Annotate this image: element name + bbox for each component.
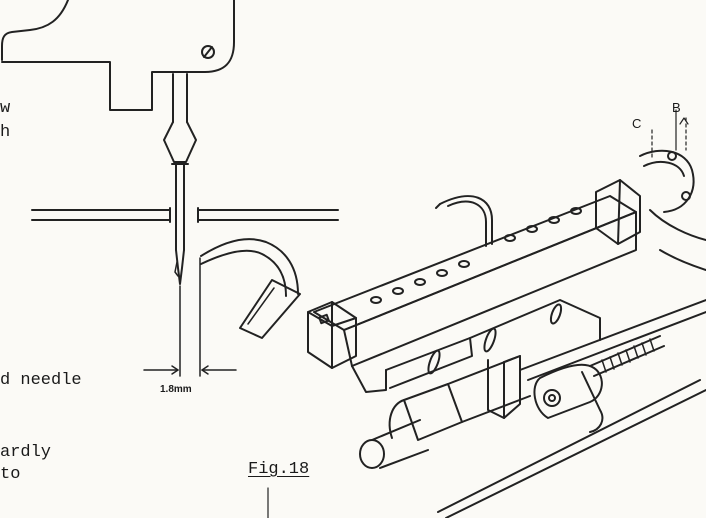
text-fragment-4: ardly — [0, 443, 52, 462]
dimension-label: 1.8mm — [160, 384, 192, 395]
text-fragment-5: to — [0, 465, 21, 484]
part-label-c: C — [632, 116, 642, 131]
part-label-b: B — [672, 100, 681, 115]
text-fragment-3: d needle — [0, 371, 82, 390]
text-fragment-1: w — [0, 99, 11, 118]
figure-caption: Fig.18 — [248, 460, 310, 479]
text-fragment-2: h — [0, 123, 11, 142]
